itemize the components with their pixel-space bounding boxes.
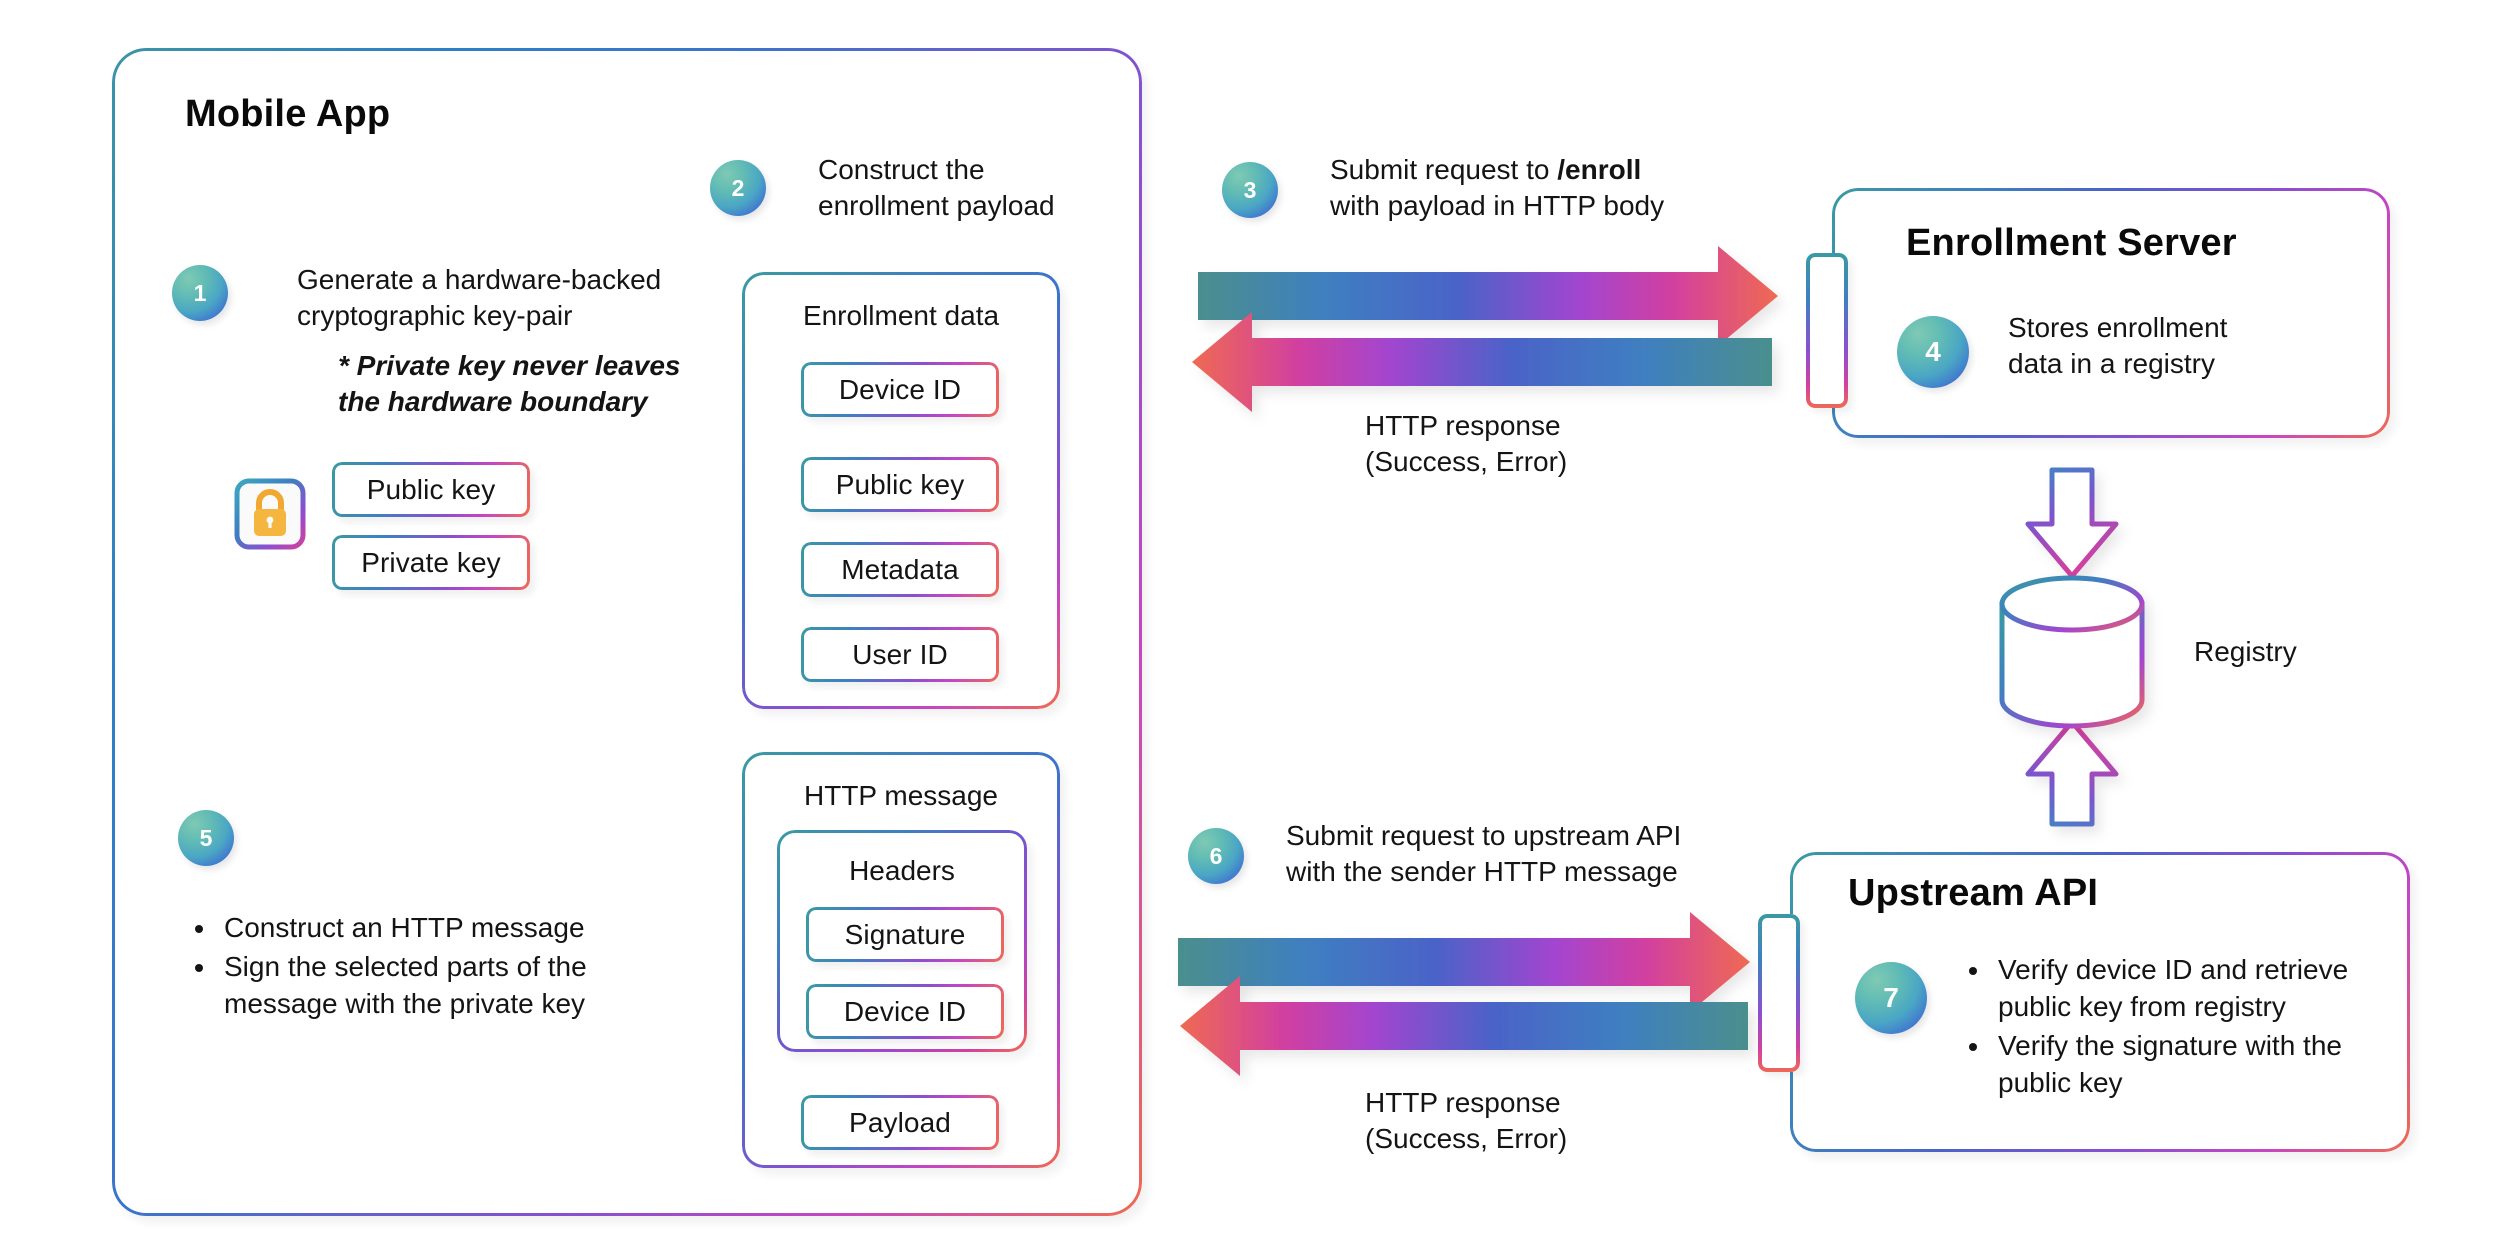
enrollment-server-port xyxy=(1806,253,1848,408)
upstream-api-title: Upstream API xyxy=(1848,872,2099,914)
step-4-badge: 4 xyxy=(1897,316,1969,388)
step-3-text: Submit request to /enroll with payload i… xyxy=(1330,152,1850,225)
payload-pill: Payload xyxy=(801,1095,999,1150)
step-3-badge: 3 xyxy=(1222,162,1278,218)
step-5-bullets: Construct an HTTP message Sign the selec… xyxy=(188,910,648,1025)
enrollment-item-device-id: Device ID xyxy=(801,362,999,417)
step-6-text: Submit request to upstream API with the … xyxy=(1286,820,1682,888)
registry-write-arrow xyxy=(2025,467,2119,579)
enrollment-item-metadata: Metadata xyxy=(801,542,999,597)
upstream-response-arrow xyxy=(1180,976,1748,1076)
upstream-api-port xyxy=(1758,914,1800,1072)
registry-read-arrow xyxy=(2025,719,2119,827)
pill-label: User ID xyxy=(852,638,948,670)
step-1-text: Generate a hardware-backed cryptographic… xyxy=(297,264,662,332)
database-cylinder-icon xyxy=(1999,575,2145,729)
list-item: Verify the signature with the public key xyxy=(1992,1028,2462,1102)
enrollment-item-public-key: Public key xyxy=(801,457,999,512)
enroll-response-label: HTTP response (Success, Error) xyxy=(1365,410,1568,478)
step-3-text-before: Submit request to xyxy=(1330,154,1558,185)
step-3-text-after: with payload in HTTP body xyxy=(1330,190,1665,222)
step-6-badge: 6 xyxy=(1188,828,1244,884)
step-2-badge: 2 xyxy=(710,160,766,216)
step-7-bullets: Verify device ID and retrieve public key… xyxy=(1962,952,2462,1104)
private-key-pill: Private key xyxy=(332,535,530,590)
upstream-request-arrow xyxy=(1178,912,1750,1012)
step-2-text: Construct the enrollment payload xyxy=(818,154,1055,222)
step-7-badge: 7 xyxy=(1855,962,1927,1034)
registry-label: Registry xyxy=(2194,636,2297,667)
pill-label: Payload xyxy=(849,1106,951,1138)
enroll-request-arrow xyxy=(1198,246,1778,346)
upstream-response-label: HTTP response (Success, Error) xyxy=(1365,1087,1568,1155)
step-3-endpoint: /enroll xyxy=(1557,154,1642,185)
enrollment-server-title: Enrollment Server xyxy=(1906,222,2237,264)
step-1-badge: 1 xyxy=(172,265,228,321)
step-4-text: Stores enrollment data in a registry xyxy=(2008,312,2228,380)
enrollment-server-box xyxy=(1832,188,2390,438)
enrollment-data-label: Enrollment data xyxy=(802,300,1000,331)
pill-label: Metadata xyxy=(841,553,959,585)
private-key-label: Private key xyxy=(361,546,501,578)
mobile-app-title: Mobile App xyxy=(185,93,391,135)
public-key-pill: Public key xyxy=(332,462,530,517)
pill-label: Public key xyxy=(835,468,965,500)
header-item-signature: Signature xyxy=(806,907,1004,962)
enrollment-item-user-id: User ID xyxy=(801,627,999,682)
enroll-response-arrow xyxy=(1192,312,1772,412)
header-item-device-id: Device ID xyxy=(806,984,1004,1039)
secure-chip-lock-icon xyxy=(218,462,322,566)
pill-label: Device ID xyxy=(843,995,967,1027)
pill-label: Device ID xyxy=(838,373,962,405)
list-item: Sign the selected parts of the message w… xyxy=(218,949,648,1023)
list-item: Verify device ID and retrieve public key… xyxy=(1992,952,2462,1026)
http-message-label: HTTP message xyxy=(804,780,998,811)
step-5-badge: 5 xyxy=(178,810,234,866)
step-1-note: * Private key never leaves the hardware … xyxy=(338,350,681,418)
list-item: Construct an HTTP message xyxy=(218,910,648,947)
public-key-label: Public key xyxy=(366,473,496,505)
headers-label: Headers xyxy=(849,855,955,886)
pill-label: Signature xyxy=(844,918,966,950)
